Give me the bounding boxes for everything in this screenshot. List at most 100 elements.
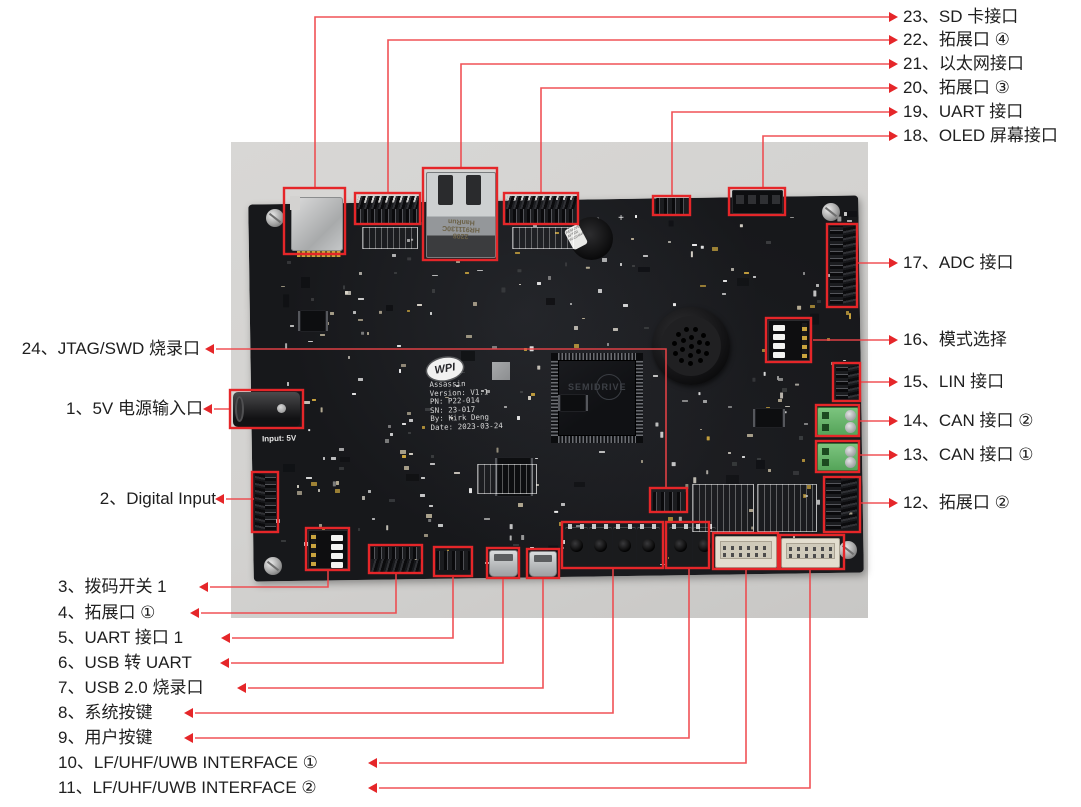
sd-card-slot <box>290 196 343 257</box>
ethernet-jack: 2208 HR911130C HanRun <box>426 172 496 258</box>
expansion-header-3 <box>506 209 576 223</box>
ic-chip <box>300 310 326 332</box>
annotation-arrow-6 <box>220 658 229 668</box>
uart-header <box>656 198 688 214</box>
speaker-hole <box>705 341 711 347</box>
lin-header-pins <box>848 364 859 401</box>
silkscreen-box <box>477 464 537 494</box>
expansion-header-3-pins <box>504 196 578 209</box>
digital-input-pins <box>255 472 265 532</box>
speaker-hole <box>696 339 702 345</box>
system-button <box>637 524 660 567</box>
annotation-label-16: 16、模式选择 <box>903 330 1007 349</box>
silkscreen-box <box>692 484 754 532</box>
can-connector-1 <box>817 443 859 471</box>
annotation-arrow-22 <box>889 35 898 45</box>
speaker-hole <box>695 348 701 354</box>
speaker-hole <box>701 332 707 338</box>
annotation-arrow-11 <box>368 783 377 793</box>
screw-icon <box>266 209 284 227</box>
power-input-label: Input: 5V <box>261 433 297 444</box>
speaker-hole <box>683 327 689 333</box>
mode-select-dip-switch <box>768 320 810 361</box>
annotation-label-9: 9、用户按键 <box>58 728 153 747</box>
expansion-header-1 <box>371 547 420 559</box>
annotation-arrow-8 <box>184 708 193 718</box>
annotation-label-13: 13、CAN 接口 ① <box>903 445 1034 464</box>
system-button <box>565 524 588 567</box>
annotation-label-21: 21、以太网接口 <box>903 54 1024 73</box>
annotation-arrow-3 <box>199 582 208 592</box>
silkscreen-box <box>512 227 574 249</box>
oled-header <box>732 190 783 214</box>
annotation-arrow-14 <box>889 416 898 426</box>
user-button <box>669 524 692 567</box>
annotation-label-22: 22、拓展口 ④ <box>903 30 1010 49</box>
speaker-hole <box>679 357 685 363</box>
micro-usb-uart <box>489 550 518 577</box>
ethernet-slot <box>466 175 481 205</box>
can-connector-2 <box>817 407 859 436</box>
annotation-label-4: 4、拓展口 ① <box>58 603 156 622</box>
system-button <box>589 524 612 567</box>
adc-header <box>830 226 843 304</box>
lf-uhf-uwb-connector-2 <box>781 538 840 568</box>
screw-icon <box>264 557 282 575</box>
annotation-label-8: 8、系统按键 <box>58 703 153 722</box>
annotation-arrow-23 <box>889 12 898 22</box>
annotation-arrow-17 <box>889 258 898 268</box>
annotation-arrow-1 <box>203 404 212 414</box>
silkscreen-box <box>362 227 418 249</box>
micro-usb-flash <box>529 551 557 577</box>
annotation-arrow-2 <box>215 494 224 504</box>
annotation-arrow-15 <box>889 377 898 387</box>
screw-icon <box>839 541 857 559</box>
speaker-hole <box>675 332 681 338</box>
annotation-label-18: 18、OLED 屏幕接口 <box>903 126 1058 145</box>
screw-icon <box>822 203 840 221</box>
system-button <box>613 524 636 567</box>
uart1-header <box>436 551 470 570</box>
expansion-header-4-pins <box>355 196 421 209</box>
expansion-header-2-pins <box>841 476 857 531</box>
user-button <box>693 524 716 567</box>
speaker <box>652 307 730 385</box>
annotation-label-20: 20、拓展口 ③ <box>903 78 1010 97</box>
buzzer: REMOVE AFTER WASHING + <box>563 213 624 260</box>
ic-chip <box>560 394 586 412</box>
ethernet-slot <box>438 175 453 205</box>
annotation-label-10: 10、LF/UHF/UWB INTERFACE ① <box>58 753 318 772</box>
annotation-arrow-12 <box>889 498 898 508</box>
annotation-label-2: 2、Digital Input <box>99 489 216 508</box>
power-jack <box>233 392 300 427</box>
silkscreen-box <box>757 484 817 532</box>
speaker-hole <box>689 334 695 340</box>
annotation-arrow-16 <box>889 335 898 345</box>
speaker-hole <box>697 357 703 363</box>
expansion-header-2 <box>826 478 841 529</box>
annotation-label-1: 1、5V 电源输入口 <box>66 399 203 418</box>
annotation-label-17: 17、ADC 接口 <box>903 253 1014 272</box>
speaker-hole <box>671 341 677 346</box>
expansion-header-1-pins <box>369 559 422 572</box>
digital-input-header <box>265 474 276 530</box>
lf-uhf-uwb-connector-1 <box>715 536 777 568</box>
annotation-arrow-7 <box>237 683 246 693</box>
annotation-label-5: 5、UART 接口 1 <box>58 628 184 647</box>
annotation-label-6: 6、USB 转 UART <box>58 653 192 672</box>
annotation-arrow-21 <box>889 59 898 69</box>
annotation-label-23: 23、SD 卡接口 <box>903 7 1019 26</box>
annotation-label-14: 14、CAN 接口 ② <box>903 411 1034 430</box>
annotation-label-11: 11、LF/UHF/UWB INTERFACE ② <box>58 778 317 797</box>
chip-logo-ring <box>596 374 622 400</box>
annotation-arrow-5 <box>221 633 230 643</box>
annotation-arrow-20 <box>889 83 898 93</box>
speaker-hole <box>693 327 699 333</box>
speaker-hole <box>681 338 687 344</box>
adc-header-pins <box>843 224 856 306</box>
speaker-hole <box>703 350 709 356</box>
ethernet-label: 2208 HR911130C HanRun <box>441 217 481 240</box>
expansion-header-4 <box>357 209 419 223</box>
